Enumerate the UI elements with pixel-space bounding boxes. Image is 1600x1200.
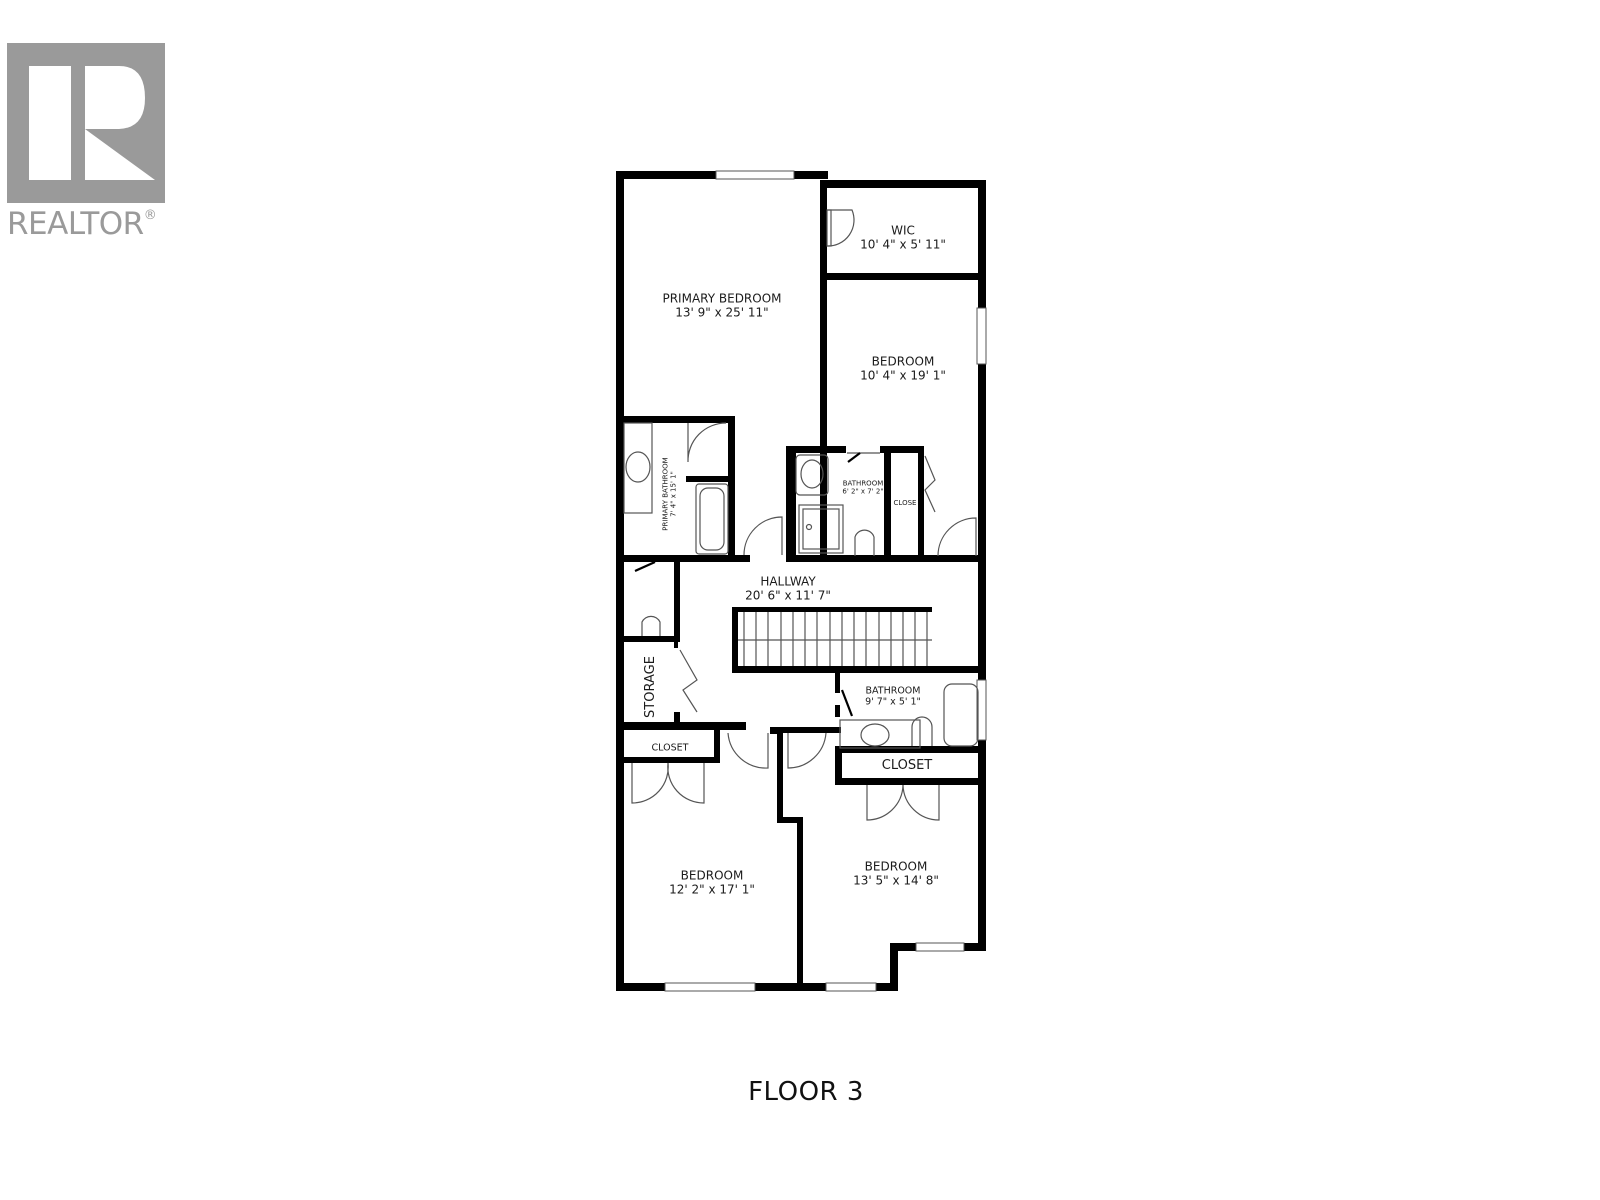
room-label-bedroom-upper-right: BEDROOM 10' 4" x 19' 1": [860, 355, 946, 384]
room-label-close: CLOSE: [894, 499, 917, 507]
realtor-wordmark: REALTOR®: [7, 206, 157, 242]
room-label-primary-bathroom: PRIMARY BATHROOM 7' 4" x 15' 1": [662, 457, 679, 530]
room-name: BATHROOM: [865, 685, 921, 697]
room-label-bedroom-lower-right: BEDROOM 13' 5" x 14' 8": [853, 860, 939, 889]
room-dimensions: 13' 9" x 25' 11": [675, 306, 769, 320]
room-label-bedroom-lower-left: BEDROOM 12' 2" x 17' 1": [669, 869, 755, 898]
room-name: BEDROOM: [864, 859, 928, 874]
outer-wall-right: [978, 180, 986, 945]
room-name: CLOSET: [881, 758, 933, 774]
room-dimensions: 6' 2" x 7' 2": [842, 488, 884, 496]
room-name: PRIMARY BATHROOM: [661, 457, 670, 531]
room-label-bathroom-small: BATHROOM 6' 2" x 7' 2": [842, 480, 883, 497]
room-label-wic: WIC 10' 4" x 5' 11": [860, 224, 946, 253]
room-name: STORAGE: [643, 656, 659, 718]
room-label-primary-bedroom: PRIMARY BEDROOM 13' 9" x 25' 11": [662, 292, 781, 321]
room-name: BEDROOM: [871, 354, 935, 369]
room-dimensions: 13' 5" x 14' 8": [853, 874, 939, 888]
realtor-r-logo-icon: [7, 43, 165, 203]
room-dimensions: 7' 4" x 15' 1": [670, 471, 678, 517]
room-label-bathroom-lower: BATHROOM 9' 7" x 5' 1": [865, 686, 921, 709]
room-dimensions: 12' 2" x 17' 1": [669, 883, 755, 897]
room-name: CLOSET: [651, 742, 689, 754]
room-dimensions: 9' 7" x 5' 1": [865, 697, 921, 708]
room-name: BATHROOM: [842, 479, 884, 488]
room-name: CLOSE: [893, 498, 917, 507]
realtor-logo: REALTOR®: [7, 43, 183, 243]
room-label-closet-right: CLOSET: [882, 758, 933, 774]
room-name: BEDROOM: [680, 868, 744, 883]
room-label-hallway: HALLWAY 20' 6" x 11' 7": [745, 575, 831, 604]
room-dimensions: 10' 4" x 19' 1": [860, 369, 946, 383]
room-name: WIC: [891, 223, 915, 238]
floor-label: FLOOR 3: [748, 1077, 864, 1107]
room-label-storage: STORAGE: [643, 656, 659, 718]
outer-wall-top-wic: [820, 180, 986, 188]
room-label-closet-left: CLOSET: [652, 742, 689, 753]
room-name: PRIMARY BEDROOM: [662, 291, 782, 306]
room-dimensions: 20' 6" x 11' 7": [745, 589, 831, 603]
room-name: HALLWAY: [760, 574, 816, 589]
outer-wall-left: [616, 171, 624, 991]
room-dimensions: 10' 4" x 5' 11": [860, 238, 946, 252]
